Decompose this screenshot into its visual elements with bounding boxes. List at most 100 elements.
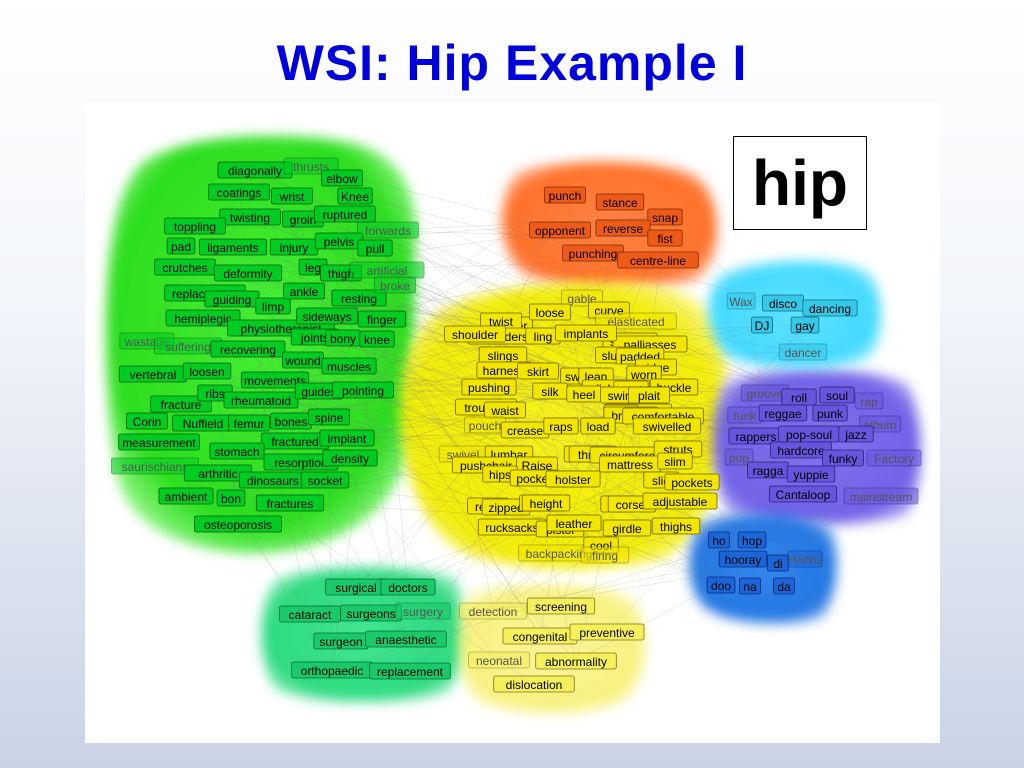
word-node-label: punching	[569, 247, 618, 261]
word-node-box	[219, 208, 281, 226]
word-node-label: crutches	[162, 261, 207, 275]
word-node-label: orthopaedic	[301, 664, 364, 678]
word-node-label: rappers	[736, 430, 777, 444]
word-node-label: recovering	[220, 343, 276, 357]
word-node-label: pointing	[342, 384, 384, 398]
word-node-box	[595, 193, 645, 211]
word-node-label: pelvis	[324, 235, 355, 249]
word-node-label: swivelled	[643, 420, 692, 434]
word-node-pop: pop	[724, 448, 754, 466]
word-node-label: diagonally	[228, 164, 282, 178]
word-node-muscles: muscles	[321, 357, 377, 375]
word-node-label: reggae	[764, 407, 802, 421]
word-node-gay: gay	[790, 316, 820, 334]
word-node-label: dinosaurs	[247, 474, 299, 488]
word-node-thighs: thighs	[651, 517, 701, 535]
word-node-label: cataract	[289, 608, 332, 622]
word-node-label: limp	[262, 300, 284, 314]
word-node-box	[724, 448, 754, 466]
word-node-box	[555, 324, 617, 342]
word-node-label: doctors	[388, 581, 427, 595]
word-node-height: height	[521, 494, 571, 512]
word-node-box	[706, 576, 736, 594]
word-node-box	[468, 651, 530, 669]
word-node-label: slings	[488, 349, 519, 363]
word-node-box	[444, 325, 506, 343]
word-node-da: da	[773, 577, 796, 595]
word-node-label: worn	[630, 368, 657, 382]
word-node-label: mattress	[607, 458, 653, 472]
word-node-label: deformity	[223, 267, 272, 281]
word-node-label: plait	[638, 389, 661, 403]
word-node-firing: firing	[580, 546, 630, 564]
word-node-box	[337, 187, 373, 205]
word-node-zipped: zipped	[481, 498, 531, 516]
word-node-label: toppling	[174, 220, 216, 234]
word-node-box	[458, 602, 528, 620]
word-node-box	[321, 357, 377, 375]
word-node-box	[166, 237, 196, 255]
word-node-heel: heel	[566, 385, 602, 403]
cluster-blob-dance	[708, 261, 881, 368]
word-node-loose: loose	[529, 303, 571, 321]
word-node-label: mainstream	[850, 490, 913, 504]
graph-edge	[387, 216, 666, 231]
word-node-label: zipped	[488, 501, 523, 515]
word-node-label: dancer	[785, 346, 822, 360]
word-node-label: detection	[469, 605, 518, 619]
word-node-twist: twist	[480, 312, 522, 330]
word-node-label: centre-line	[630, 254, 686, 268]
word-node-label: Cantaloop	[776, 488, 831, 502]
word-node-box	[357, 310, 407, 328]
word-node-box	[790, 316, 820, 334]
word-node-jazz: jazz	[838, 425, 874, 443]
word-node-slim: slim	[657, 452, 693, 470]
word-node-roll: roll	[781, 388, 817, 406]
word-node-worn: worn	[626, 365, 662, 383]
word-node-box	[208, 183, 270, 201]
word-node-box	[535, 652, 617, 670]
word-node-label: hooray	[725, 553, 762, 567]
word-node-box	[787, 550, 823, 568]
word-node-label: surgical	[335, 581, 376, 595]
word-node-label: muscles	[327, 360, 371, 374]
word-node-box	[569, 623, 645, 641]
word-node-ho: ho	[708, 531, 731, 549]
word-node-slings: slings	[478, 346, 528, 364]
graph-edge	[386, 269, 806, 560]
word-node-ambient: ambient	[158, 487, 214, 505]
word-node-box	[283, 282, 325, 300]
word-node-punk: punk	[812, 404, 848, 422]
word-node-label: preventive	[579, 626, 635, 640]
word-node-label: injury	[280, 241, 309, 255]
word-node-nuffield: Nuffield	[172, 414, 234, 432]
word-node-ankle: ankle	[283, 282, 325, 300]
word-node-box	[647, 208, 683, 226]
word-node-label: pushing	[468, 381, 510, 395]
word-node-box	[708, 531, 731, 549]
word-node-label: Corin	[133, 415, 162, 429]
word-node-guides: guides	[294, 382, 344, 400]
word-node-box	[365, 630, 447, 648]
graph-edge	[539, 201, 621, 637]
word-node-factory: Factory	[866, 449, 922, 467]
graph-edge	[217, 399, 262, 474]
word-node-label: joints	[300, 331, 329, 345]
word-node-box	[739, 577, 762, 595]
word-node-dancing: dancing	[802, 299, 858, 317]
word-node-girdle: girdle	[602, 519, 652, 537]
word-node-label: coatings	[217, 186, 262, 200]
word-node-plait: plait	[628, 386, 670, 404]
word-node-box	[126, 412, 168, 430]
graph-edge	[146, 266, 186, 342]
word-node-label: disco	[769, 297, 797, 311]
word-node-box	[545, 470, 601, 488]
word-node-box	[632, 417, 702, 435]
word-node-arthritic: arthritic	[183, 464, 253, 482]
word-node-label: yuppie	[793, 468, 829, 482]
word-node-label: neonatal	[476, 654, 522, 668]
word-node-box	[461, 378, 517, 396]
graph-edge	[355, 464, 487, 588]
graph-edge	[617, 503, 722, 586]
